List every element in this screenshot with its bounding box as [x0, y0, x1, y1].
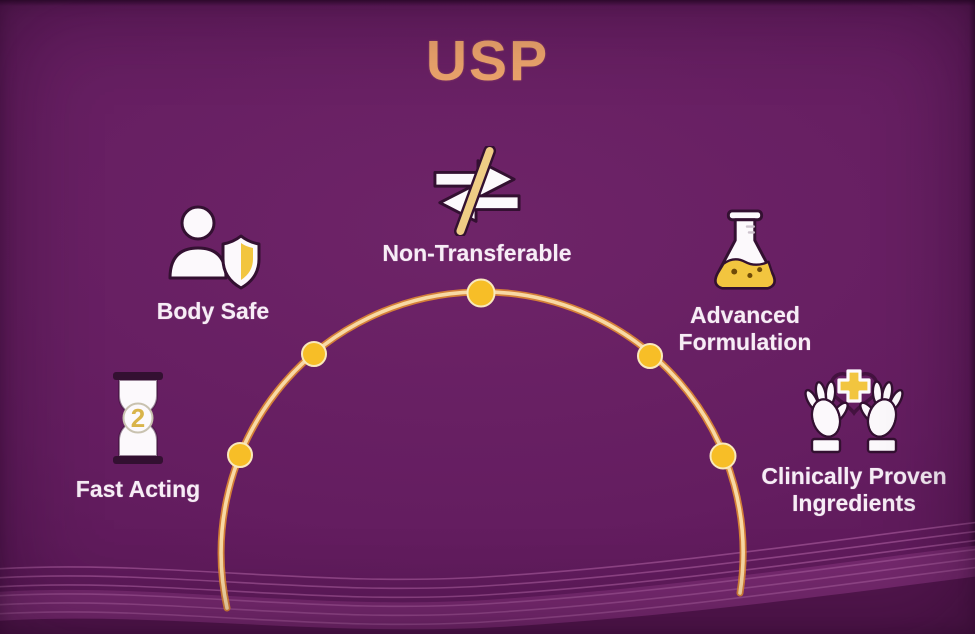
feature-label-line: Formulation	[678, 328, 812, 355]
person-shield-icon	[168, 205, 261, 290]
arc-node-dot-fast-acting	[227, 442, 253, 468]
arc-node-dot-non-transferable	[466, 278, 496, 308]
crossed-arrows-slash-icon	[433, 146, 521, 236]
hands-heart-cross-icon	[804, 369, 904, 454]
feature-clinically-proven: Clinically Proven Ingredients	[748, 356, 960, 517]
wave-lines	[0, 521, 975, 626]
wave-band	[0, 545, 975, 634]
top-edge-shade	[0, 0, 975, 6]
hourglass-number: 2	[131, 403, 145, 433]
right-hand	[859, 380, 904, 454]
left-hand	[804, 380, 849, 454]
wave-decoration	[0, 521, 975, 634]
page-title: USP	[425, 29, 550, 93]
feature-label: Non-Transferable	[382, 240, 572, 266]
feature-label-line: Clinically Proven	[761, 463, 947, 489]
feature-label-line: Advanced	[690, 302, 800, 328]
flask-icon	[714, 209, 776, 290]
feature-non-transferable: Non-Transferable	[362, 146, 592, 267]
feature-label: Body Safe	[156, 298, 270, 324]
feature-label-line: Ingredients	[792, 489, 916, 516]
arc-node-dot-body-safe	[301, 341, 327, 367]
feature-label: Advanced Formulation	[679, 302, 812, 356]
feature-fast-acting: 2 Fast Acting	[48, 370, 228, 503]
arc-node-dot-clinically-proven	[709, 442, 737, 470]
medical-cross-icon	[837, 369, 871, 403]
feature-label: Fast Acting	[75, 476, 201, 502]
feature-advanced-formulation: Advanced Formulation	[650, 208, 840, 356]
hourglass-icon: 2	[113, 372, 163, 464]
right-edge-shade	[969, 0, 975, 634]
feature-label: Clinically Proven Ingredients	[761, 463, 946, 517]
bottom-dark-band	[0, 576, 975, 634]
feature-body-safe: Body Safe	[118, 202, 308, 325]
